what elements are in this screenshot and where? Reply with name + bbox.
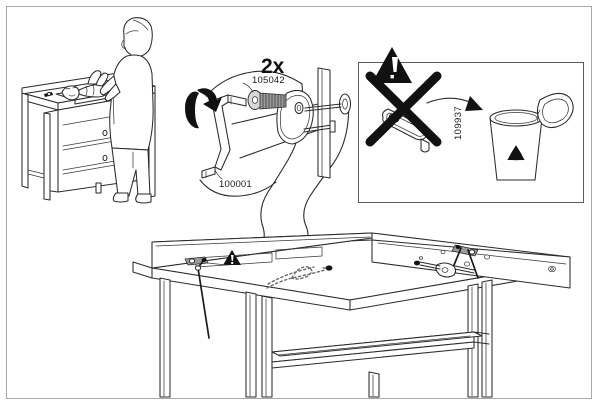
warning-triangle-icon — [372, 47, 412, 83]
allen-key-part-number: 100001 — [219, 179, 252, 190]
right-fitting-upper — [448, 244, 479, 279]
discard-warning-box — [358, 62, 584, 203]
recycling-bin-icon — [489, 92, 574, 181]
cross-out-icon — [365, 71, 442, 147]
rotate-clockwise-icon — [185, 88, 222, 129]
screw-part-number: 105042 — [252, 75, 285, 86]
dotted-screw-path — [266, 265, 333, 289]
right-fitting-lower — [414, 260, 475, 278]
small-warning-triangle-icon — [223, 250, 241, 265]
warning-part-number: 109937 — [453, 106, 464, 140]
left-fitting — [184, 250, 241, 339]
quantity-label: 2x — [261, 55, 285, 78]
